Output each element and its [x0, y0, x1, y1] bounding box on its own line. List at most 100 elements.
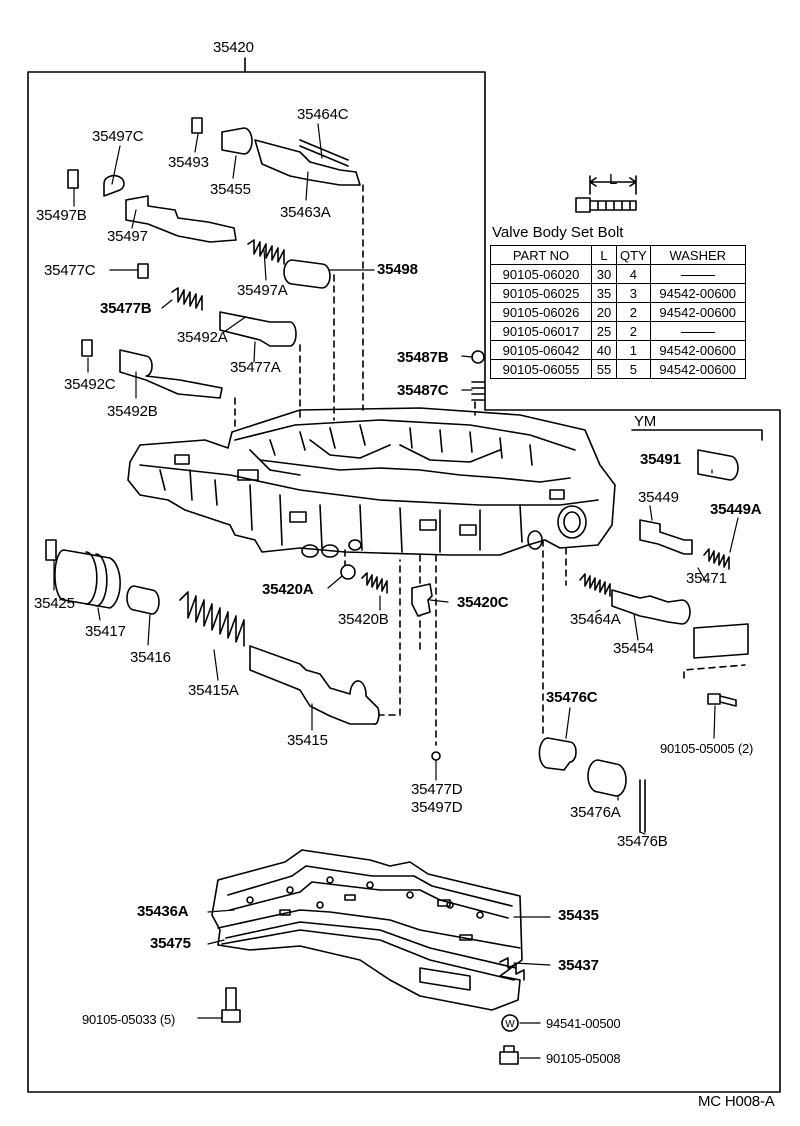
table-header-l: L: [591, 245, 617, 265]
part-label-35420b: 35420B: [338, 611, 389, 628]
part-35454-valve: [611, 589, 691, 625]
table-header-part-no: PART NO: [490, 245, 592, 265]
part-label-35477a: 35477A: [230, 359, 281, 376]
table-cell-l: 30: [591, 264, 617, 284]
valve-body-casting: [127, 407, 616, 558]
bolt-length-label: L: [609, 171, 618, 188]
part-label-35497c: 35497C: [92, 128, 144, 145]
table-cell-part-no: 90105-06025: [490, 283, 592, 303]
part-35497a-spring: [247, 239, 285, 265]
table-cell-washer: 94542-00600: [649, 302, 746, 322]
part-label-35492b: 35492B: [107, 403, 158, 420]
part-label-35463a: 35463A: [280, 204, 331, 221]
part-label-35497d: 35497D: [411, 799, 463, 816]
part-label-35498: 35498: [377, 261, 418, 278]
part-35493-key: [191, 117, 203, 134]
part-label-35492c: 35492C: [64, 376, 116, 393]
part-label-35492a: 35492A: [177, 329, 228, 346]
part-label-35487c: 35487C: [397, 382, 449, 399]
part-label-90105-05033: 90105-05033 (5): [82, 1012, 176, 1027]
separator-plate-stack: [211, 849, 525, 1011]
ym-label: YM: [634, 413, 657, 430]
part-label-35425: 35425: [34, 595, 75, 612]
part-35477d-ball: [431, 751, 441, 761]
part-label-35477d: 35477D: [411, 781, 463, 798]
part-label-35415: 35415: [287, 732, 328, 749]
part-label-35476a: 35476A: [570, 804, 621, 821]
table-cell-qty: 3: [616, 283, 651, 303]
part-35498-sleeve: [283, 259, 331, 289]
valve-body-set-bolt-table: PART NO L QTY WASHER 90105-06020 30 4 90…: [490, 245, 746, 379]
table-cell-qty: 1: [616, 340, 651, 360]
table-cell-part-no: 90105-06020: [490, 264, 592, 284]
part-label-35487b: 35487B: [397, 349, 449, 366]
part-90105-05033-bolt: [221, 987, 241, 1023]
part-label-35454: 35454: [613, 640, 654, 657]
table-header-washer: WASHER: [649, 245, 746, 265]
table-cell-part-no: 90105-06055: [490, 359, 592, 379]
part-label-35464c: 35464C: [297, 106, 349, 123]
part-35449-valve: [639, 519, 693, 555]
part-label-35437: 35437: [558, 957, 599, 974]
table-row: 90105-06017 25 2: [490, 321, 746, 341]
part-label-35475: 35475: [150, 935, 191, 952]
table-row: 90105-06025 35 3 94542-00600: [490, 283, 746, 303]
table-row: 90105-06055 55 5 94542-00600: [490, 359, 746, 379]
table-cell-l: 35: [591, 283, 617, 303]
table-title: Valve Body Set Bolt: [492, 224, 624, 241]
part-label-35477c: 35477C: [44, 262, 96, 279]
part-label-35420a: 35420A: [262, 581, 314, 598]
part-label-35436a: 35436A: [137, 903, 189, 920]
part-label-35449: 35449: [638, 489, 679, 506]
table-row: 90105-06042 40 1 94542-00600: [490, 340, 746, 360]
part-35491-valve: [697, 449, 739, 481]
part-35416-plug: [126, 585, 160, 615]
part-35420b-spring: [361, 572, 388, 594]
part-label-35491: 35491: [640, 451, 681, 468]
part-label-94541-00500: 94541-00500: [546, 1016, 621, 1031]
part-label-35477b: 35477B: [100, 300, 152, 317]
table-cell-qty: 2: [616, 321, 651, 341]
part-35476b-pin: [639, 779, 646, 833]
table-cell-l: 25: [591, 321, 617, 341]
leader-lines: [53, 123, 739, 1059]
part-label-35493: 35493: [168, 154, 209, 171]
table-cell-l: 20: [591, 302, 617, 322]
part-35471-plate: [693, 623, 749, 659]
part-35476a-plug: [587, 759, 627, 797]
part-35477c-key: [137, 263, 149, 279]
part-35455-plug: [221, 127, 253, 155]
part-94541-00500-washer: [501, 1014, 519, 1032]
table-cell-qty: 5: [616, 359, 651, 379]
part-35497b-key: [67, 169, 79, 189]
part-35417-rings: [85, 551, 108, 607]
part-label-35449a: 35449A: [710, 501, 762, 518]
part-label-35464a: 35464A: [570, 611, 621, 628]
table-cell-qty: 2: [616, 302, 651, 322]
part-35497c-plug: [103, 174, 125, 197]
part-35415a-spring: [179, 591, 245, 647]
table-header-qty: QTY: [616, 245, 651, 265]
part-35497-valve: [125, 195, 237, 243]
table-cell-l: 55: [591, 359, 617, 379]
part-35492c-key: [81, 339, 93, 357]
bolt-dimension: [589, 175, 637, 195]
part-label-35471: 35471: [686, 570, 727, 587]
part-35463a-valve: [254, 139, 361, 186]
part-35487c-spring: [471, 381, 485, 401]
part-35492b-valve: [119, 349, 223, 399]
part-35487b-ball: [471, 350, 485, 364]
table-header-row: PART NO L QTY WASHER: [490, 245, 746, 265]
part-label-35415a: 35415A: [188, 682, 239, 699]
part-label-35476c: 35476C: [546, 689, 598, 706]
part-label-35417: 35417: [85, 623, 126, 640]
table-cell-qty: 4: [616, 264, 651, 284]
part-35425-key: [45, 539, 57, 561]
part-35420a-ball: [340, 564, 356, 580]
part-label-35455: 35455: [210, 181, 251, 198]
part-35449a-spring: [703, 548, 730, 570]
table-cell-part-no: 90105-06017: [490, 321, 592, 341]
part-35477b-spring: [171, 287, 203, 311]
part-35492a-valve: [219, 311, 297, 347]
